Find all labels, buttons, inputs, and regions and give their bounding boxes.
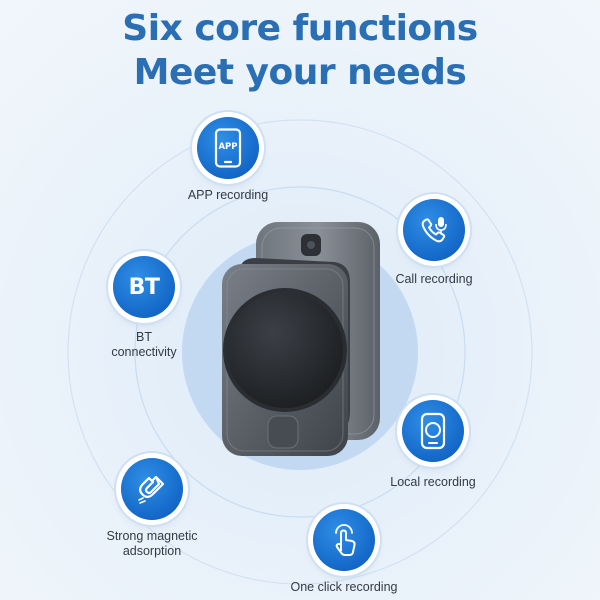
- local-recording-label: Local recording: [390, 475, 476, 489]
- headline-line-2: Meet your needs: [133, 52, 467, 93]
- one-click-recording-label: One click recording: [290, 580, 398, 594]
- magnetic-adsorption-icon: [121, 458, 183, 520]
- bt-connectivity-label-line-2: connectivity: [111, 345, 177, 359]
- bt-icon: BT: [128, 274, 160, 300]
- phone-app-icon: APP: [214, 128, 242, 168]
- magnetic-adsorption-label-line-2: adsorption: [122, 544, 182, 558]
- tap-finger-icon: [335, 524, 356, 556]
- app-recording-icon: APP: [197, 117, 259, 179]
- bt-connectivity-label-line-1: BT: [136, 330, 152, 344]
- call-recording-label: Call recording: [395, 272, 473, 286]
- recorder-icon: [420, 412, 446, 450]
- app-recording-label: APP recording: [187, 188, 269, 202]
- local-recording-icon: [402, 400, 464, 462]
- bt-connectivity-icon: BT: [113, 256, 175, 318]
- headline-line-1: Six core functions: [122, 8, 478, 49]
- phone-call-mic-icon: [421, 217, 447, 243]
- app-icon-text: APP: [218, 142, 237, 152]
- magnetic-adsorption-label-line-1: Strong magnetic: [106, 529, 198, 543]
- magnet-icon: [138, 475, 165, 504]
- call-recording-icon: [403, 199, 465, 261]
- one-click-recording-icon: [313, 509, 375, 571]
